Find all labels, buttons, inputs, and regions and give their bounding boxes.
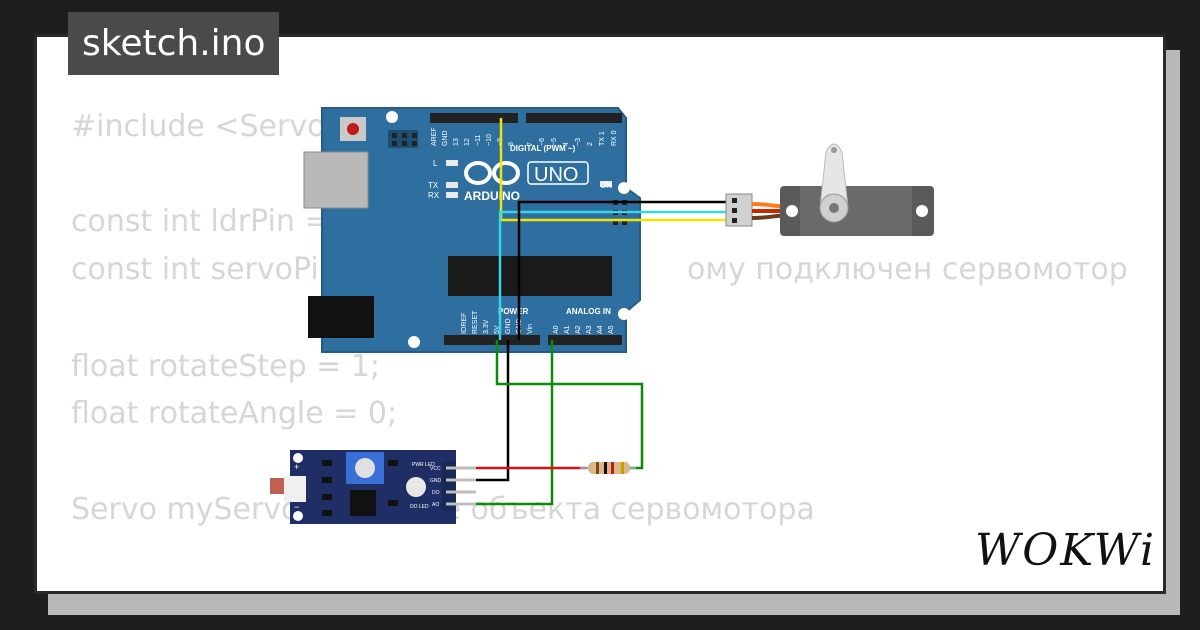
pin-label: GND	[442, 130, 449, 146]
wire-green-ao[interactable]	[456, 340, 554, 506]
analog-header	[548, 335, 622, 345]
photoresistor	[270, 478, 284, 494]
pin-label: 5V	[494, 325, 501, 334]
l-label: L	[433, 159, 438, 168]
pin-label: 2	[587, 142, 594, 146]
pin-label: A4	[597, 325, 604, 334]
analog-label: ANALOG IN	[566, 307, 611, 316]
arduino-brand: ARDUINO	[464, 189, 520, 203]
arduino-logo-icon	[464, 161, 520, 185]
pin-label: A0	[553, 325, 560, 334]
wires	[456, 118, 728, 506]
wire-black-sensor[interactable]	[456, 340, 510, 482]
code-line: ому подключен сервомотор	[687, 252, 1128, 287]
rx-label: RX	[428, 191, 440, 200]
digital-header-left	[430, 113, 518, 123]
digital-label: DIGITAL (PWM ~)	[510, 144, 576, 153]
pin-label: Vin	[527, 324, 534, 334]
pin-label: ~11	[475, 135, 482, 146]
arduino-uno-board[interactable]: ARDUINO UNO DIGITAL (PWM ~) POWER ANALOG…	[303, 107, 641, 353]
sensor-pin-vcc: VCC	[430, 466, 441, 472]
pin-label: A1	[564, 325, 571, 334]
pin-label: RX 0	[611, 130, 618, 146]
on-label: ON	[600, 181, 612, 190]
resistor[interactable]	[580, 462, 636, 474]
pin-label: RESET	[472, 310, 479, 334]
pin-label: 4	[563, 142, 570, 146]
wokwi-logo: WOKWi	[975, 525, 1157, 576]
wire-green-vcc[interactable]	[495, 340, 644, 470]
pin-label: GND	[505, 318, 512, 334]
power-header	[444, 335, 540, 345]
comparator-chip	[350, 490, 376, 516]
code-line: const int servoPi	[71, 252, 319, 287]
do-led-label: DO LED	[410, 504, 429, 510]
code-line: Servo myServo	[71, 492, 300, 527]
pwr-led-label: PWR LED	[412, 462, 435, 468]
servo-motor[interactable]	[725, 143, 934, 236]
pin-label: ~10	[486, 134, 493, 146]
pin-label: ~6	[539, 138, 546, 146]
tx-label: TX	[428, 181, 439, 190]
pin-label: A3	[586, 325, 593, 334]
sensor-pin-ao: AO	[432, 502, 439, 508]
svg-text:−: −	[294, 502, 299, 512]
pin-label: 3.3V	[483, 319, 490, 334]
sensor-pin-gnd: GND	[430, 478, 442, 484]
power-jack	[308, 296, 374, 338]
pin-label: A2	[575, 325, 582, 334]
power-label: POWER	[498, 307, 528, 316]
pin-label: 8	[508, 142, 515, 146]
pin-label: 12	[464, 138, 471, 146]
code-line: #include <Servo.	[71, 109, 335, 144]
pin-label: AREF	[431, 127, 438, 146]
pin-label: ~5	[551, 138, 558, 146]
svg-text:+: +	[294, 462, 299, 472]
wire-cyan[interactable]	[498, 210, 728, 340]
pin-label: 13	[453, 138, 460, 146]
digital-header-right	[526, 113, 622, 123]
pin-label: IOREF	[461, 313, 468, 334]
arduino-model: UNO	[534, 164, 578, 186]
sketch-title: sketch.ino	[68, 12, 280, 75]
pin-label: 7	[527, 142, 534, 146]
atmega-chip	[448, 256, 612, 296]
ldr-sensor-module[interactable]: + − PWR LED DO LED VCC GND DO AO	[270, 450, 476, 524]
code-line: float rotateStep = 1;	[71, 349, 381, 384]
pin-label: ~3	[575, 138, 582, 146]
sensor-pin-do: DO	[432, 490, 440, 496]
pin-label: TX 1	[599, 131, 606, 146]
wire-black-servo[interactable]	[517, 200, 728, 340]
usb-port	[303, 151, 369, 209]
code-line: float rotateAngle = 0;	[71, 396, 398, 431]
pin-label: A5	[608, 325, 615, 334]
